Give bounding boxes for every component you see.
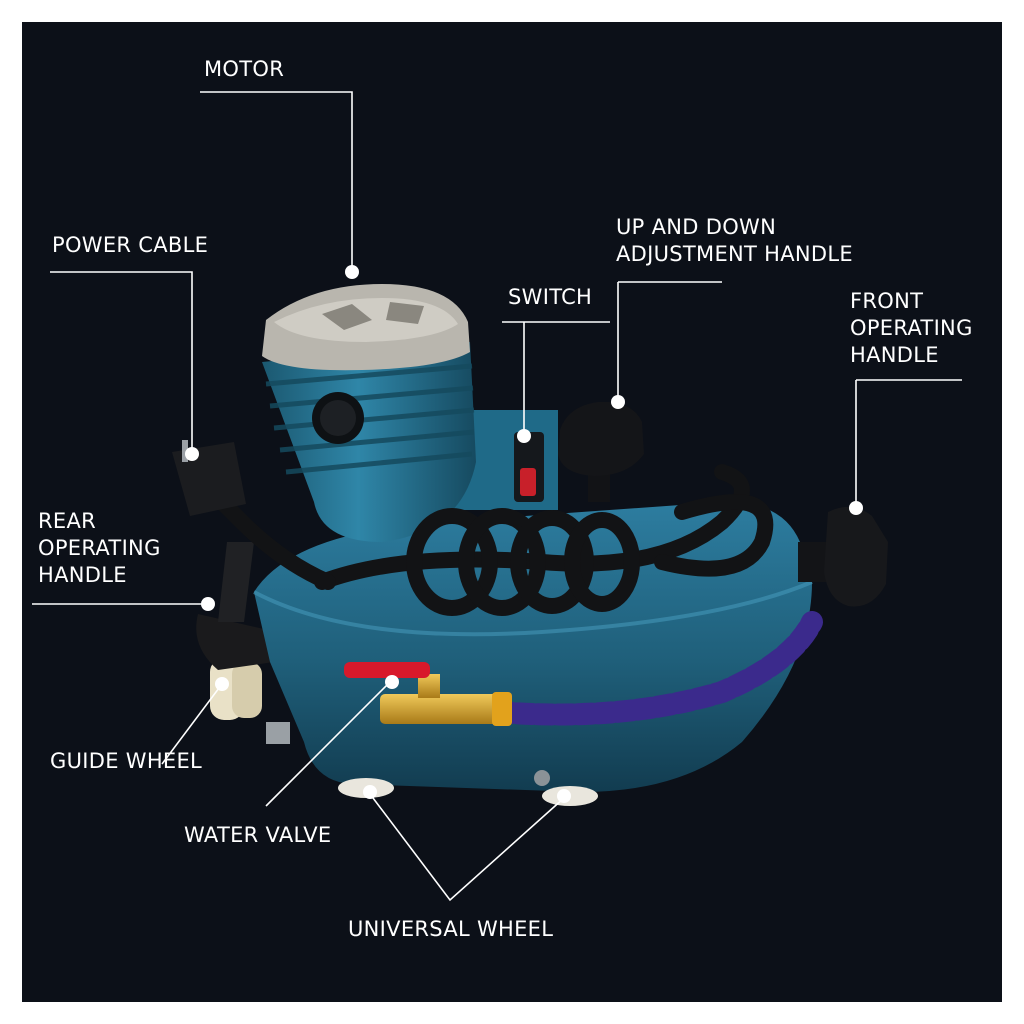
front-operating-handle	[798, 506, 888, 607]
power-plug	[172, 440, 246, 516]
label-switch: SWITCH	[508, 285, 593, 309]
label-guide-wheel: GUIDE WHEEL	[50, 749, 203, 773]
product-diagram-panel: MOTOR POWER CABLE UP AND DOWN ADJUSTMENT…	[22, 22, 1002, 1002]
label-motor: MOTOR	[204, 57, 285, 81]
label-rear-operating-handle: REAR OPERATING HANDLE	[38, 509, 161, 587]
label-universal-wheel: UNIVERSAL WHEEL	[348, 917, 554, 941]
machine-illustration	[32, 91, 962, 902]
switch	[514, 432, 544, 502]
guide-wheel	[210, 658, 290, 744]
label-up-down-adjustment-handle: UP AND DOWN ADJUSTMENT HANDLE	[616, 215, 853, 266]
water-hose	[487, 611, 823, 726]
label-power-cable: POWER CABLE	[52, 233, 209, 257]
label-front-operating-handle: FRONT OPERATING HANDLE	[850, 289, 973, 367]
up-down-adjustment-handle	[558, 401, 644, 502]
callout-leaders	[32, 91, 962, 902]
callout-dots	[185, 265, 863, 803]
water-valve	[344, 662, 512, 726]
power-cable	[190, 464, 774, 616]
label-water-valve: WATER VALVE	[184, 823, 332, 847]
rear-operating-handle	[196, 542, 274, 670]
